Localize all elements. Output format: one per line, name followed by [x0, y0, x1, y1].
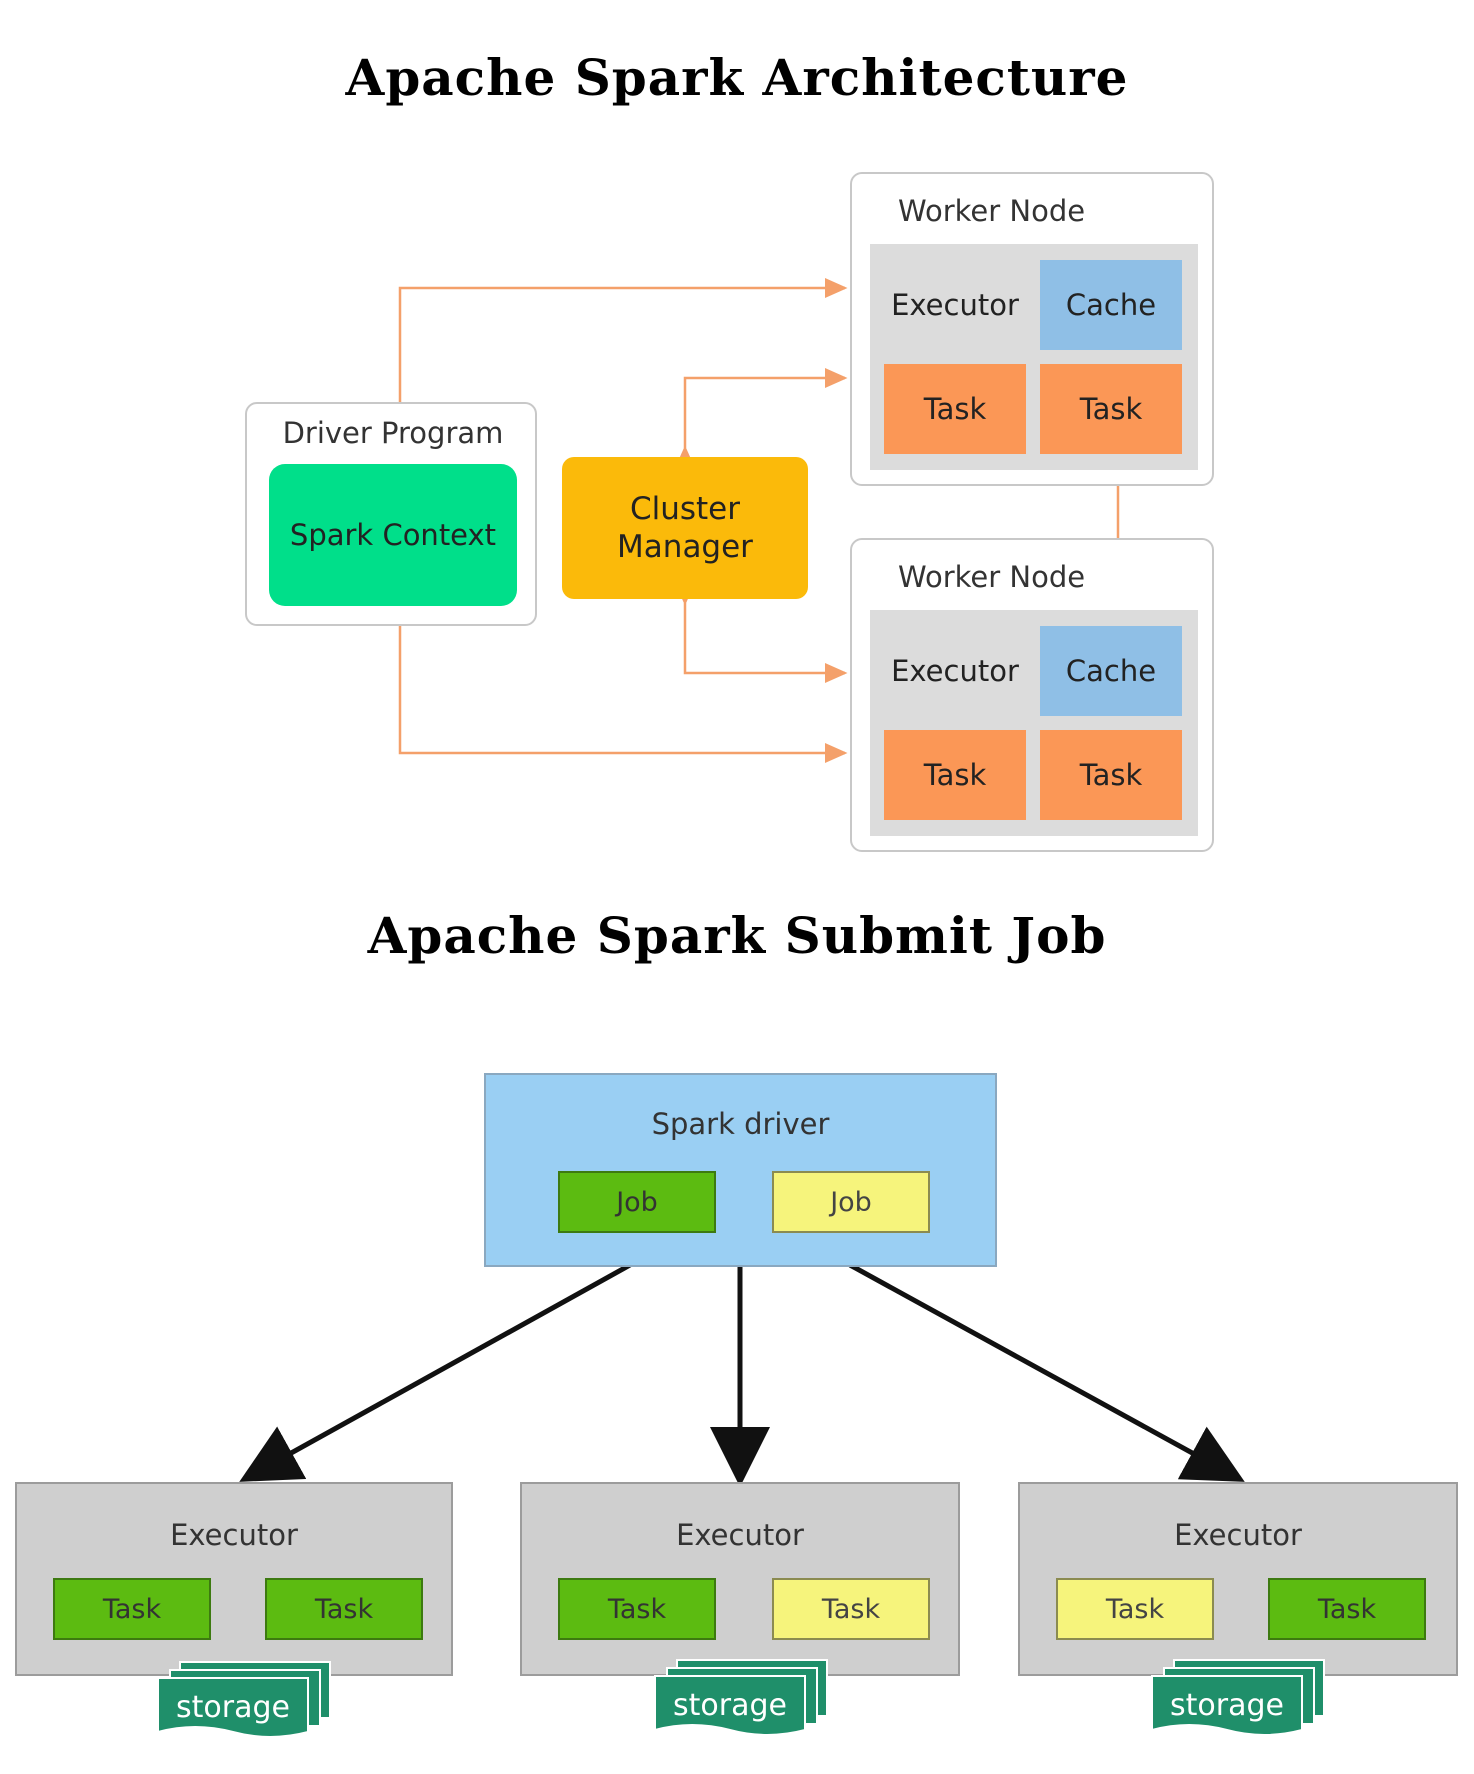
task-yellow: Task — [1056, 1578, 1214, 1640]
task-green: Task — [53, 1578, 211, 1640]
cache-cell: Cache — [1040, 260, 1182, 350]
job-green: Job — [558, 1171, 716, 1233]
executor-label: Executor — [891, 288, 1019, 322]
storage-label: storage — [1170, 1688, 1284, 1723]
worker-node-label: Worker Node — [898, 560, 1086, 594]
task-green: Task — [558, 1578, 716, 1640]
worker-node-2: Worker Node Executor Cache Task Task — [850, 538, 1214, 852]
worker-node-label: Worker Node — [898, 194, 1086, 228]
driver-program-label: Driver Program — [282, 416, 504, 450]
arrow-driver-executor1 — [239, 1262, 632, 1482]
executor-label: Executor — [1174, 1518, 1302, 1552]
cache-cell: Cache — [1040, 626, 1182, 716]
job-yellow: Job — [772, 1171, 930, 1233]
task-cell: Task — [1040, 730, 1182, 820]
spark-driver-box: Spark driver Job Job — [484, 1073, 997, 1267]
task-yellow: Task — [772, 1578, 930, 1640]
storage-icon — [1151, 1659, 1325, 1736]
executor-label: Executor — [891, 654, 1019, 688]
task-green: Task — [1268, 1578, 1426, 1640]
executor-box-3: Executor Task Task — [1018, 1482, 1458, 1676]
cluster-manager-line1: Cluster — [629, 491, 740, 527]
task-green: Task — [265, 1578, 423, 1640]
spark-driver-label: Spark driver — [651, 1107, 830, 1141]
cluster-manager-line2: Manager — [617, 529, 753, 565]
worker-node-inner: Executor Cache Task Task — [870, 610, 1198, 836]
driver-program-box: Driver Program Spark Context — [245, 402, 537, 626]
connector-driver-worker2 — [390, 606, 848, 763]
architecture-title: Apache Spark Architecture — [345, 48, 1129, 107]
task-cell: Task — [884, 364, 1026, 454]
worker-node-1: Worker Node Executor Cache Task Task — [850, 172, 1214, 486]
submit-job-title: Apache Spark Submit Job — [367, 906, 1107, 965]
cluster-manager: Cluster Manager — [562, 457, 808, 599]
storage-icon — [654, 1659, 828, 1736]
executor-box-1: Executor Task Task — [15, 1482, 453, 1676]
connector-cluster-worker1 — [675, 368, 848, 468]
task-cell: Task — [1040, 364, 1182, 454]
arrow-driver-executor3 — [848, 1262, 1245, 1482]
storage-label: storage — [673, 1688, 787, 1723]
spark-context: Spark Context — [269, 464, 517, 606]
worker-node-inner: Executor Cache Task Task — [870, 244, 1198, 470]
executor-box-2: Executor Task Task — [520, 1482, 960, 1676]
executor-label: Executor — [170, 1518, 298, 1552]
storage-label: storage — [176, 1690, 290, 1725]
connector-driver-worker1 — [390, 278, 848, 422]
task-cell: Task — [884, 730, 1026, 820]
storage-icon — [157, 1661, 331, 1738]
executor-label: Executor — [676, 1518, 804, 1552]
